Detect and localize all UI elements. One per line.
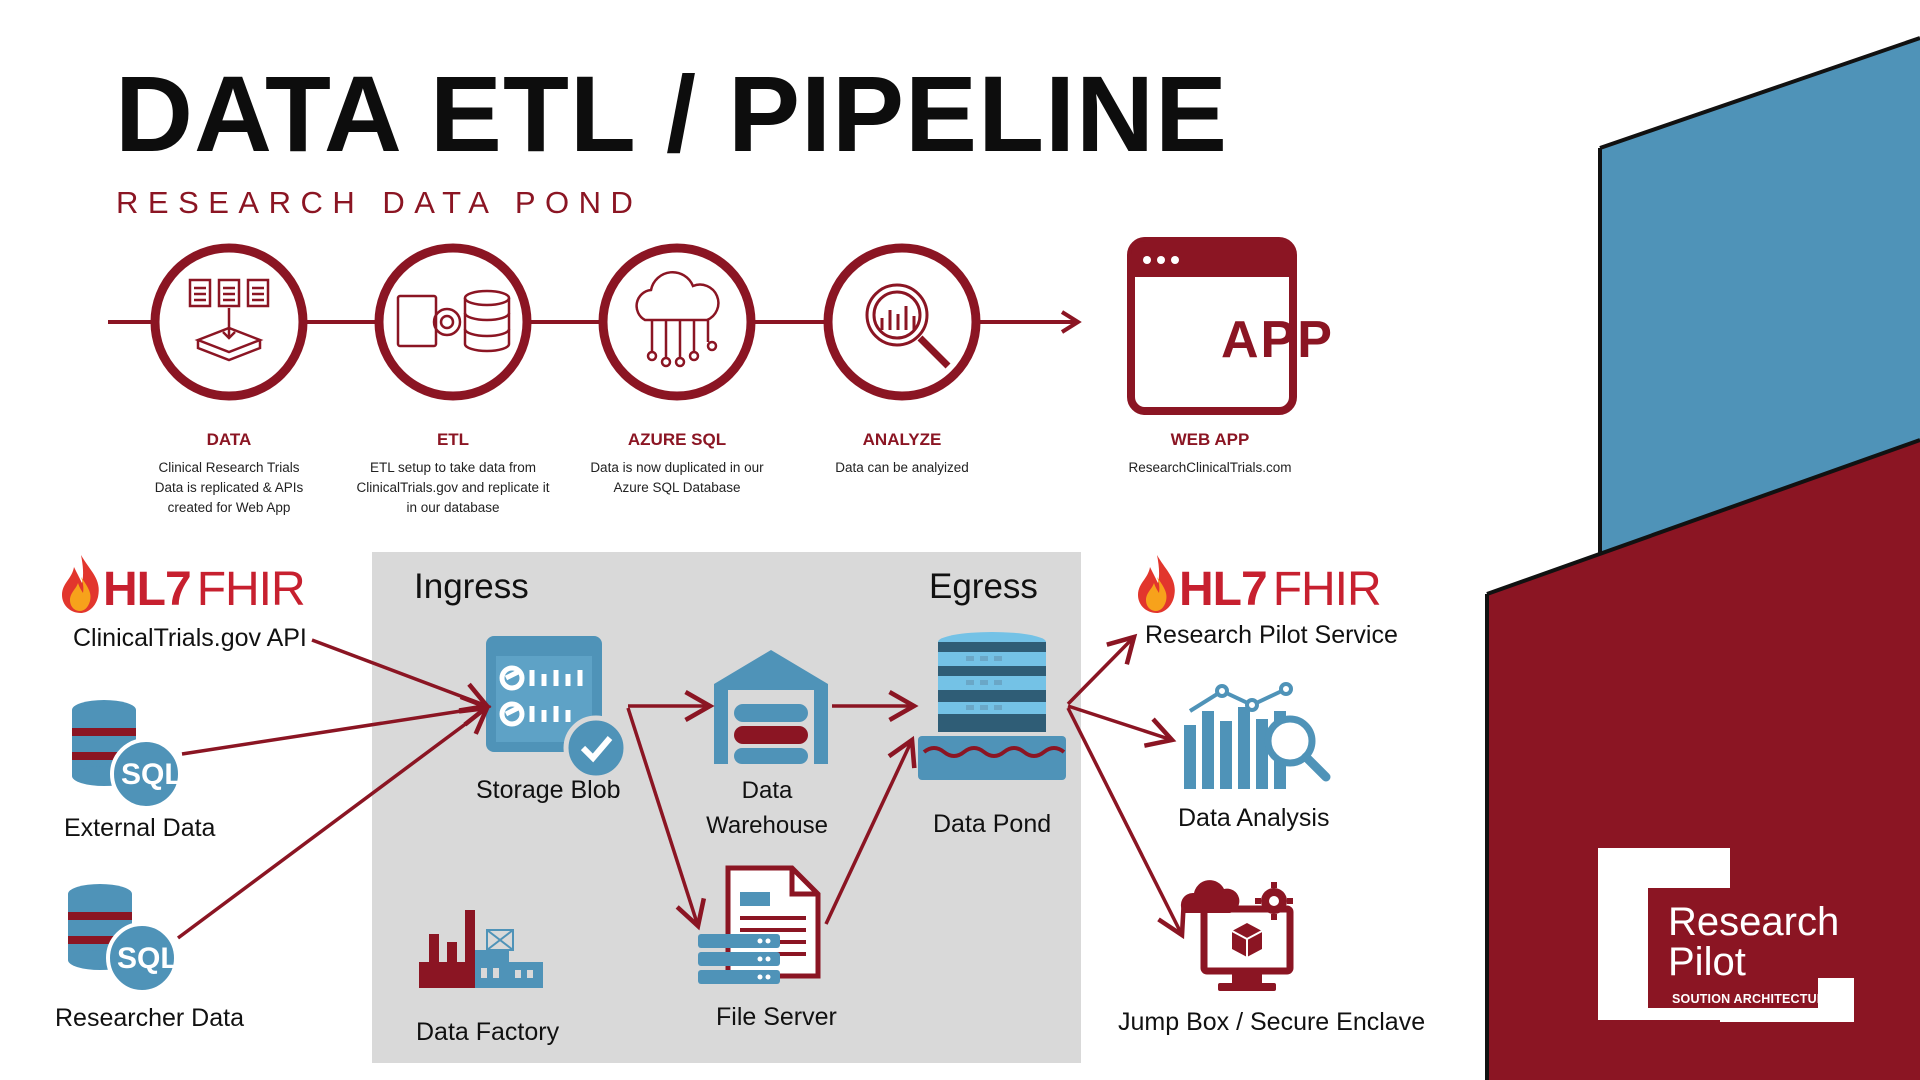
- arrow-blob-to-fileserver: [626, 707, 707, 931]
- researcher-data-label: Researcher Data: [55, 1004, 244, 1032]
- brand-tagline: SOUTION ARCHITECTURE: [1672, 992, 1835, 1006]
- blue-panel: [1600, 38, 1920, 555]
- file-server-icon: [698, 865, 821, 984]
- step-title-azure: AZURE SQL: [627, 430, 727, 449]
- step-title-analyze: ANALYZE: [862, 430, 942, 449]
- researcher-database-icon: [68, 884, 178, 994]
- arrow-pond-to-service: [1066, 633, 1138, 706]
- step-title-etl: ETL: [436, 430, 470, 449]
- flame-icon: [1138, 555, 1175, 613]
- data-warehouse-label-line1: Data: [741, 777, 793, 804]
- page-subtitle: RESEARCH DATA POND: [116, 185, 643, 220]
- arrow-pond-to-jumpbox: [1066, 707, 1186, 940]
- step-title-webapp: WEB APP: [1170, 430, 1250, 449]
- brand-name-line2: Pilot: [1668, 940, 1746, 984]
- ingress-label: Ingress: [414, 567, 529, 606]
- step-circle-azure: [598, 243, 756, 401]
- page-title: DATA ETL / PIPELINE: [115, 53, 1229, 174]
- brand-name: Research Pilot: [1668, 902, 1839, 982]
- data-pond-label: Data Pond: [933, 810, 1052, 838]
- data-analysis-label: Data Analysis: [1178, 804, 1330, 832]
- storage-blob-label: Storage Blob: [476, 776, 621, 804]
- analyze-magnifier-icon: [865, 283, 951, 369]
- data-factory-label: Data Factory: [416, 1018, 560, 1046]
- step-title-data: DATA: [206, 430, 252, 449]
- flame-icon: [62, 555, 99, 613]
- web-app-icon-text: APP: [1221, 311, 1334, 369]
- data-warehouse-icon: [714, 650, 828, 764]
- step-desc-data: Clinical Research Trials Data is replica…: [154, 460, 304, 515]
- arrow-researcher-to-blob: [176, 705, 491, 940]
- cloud-network-icon: [635, 270, 720, 368]
- step-desc-azure: Data is now duplicated in our Azure SQL …: [590, 460, 764, 495]
- jump-box-label: Jump Box / Secure Enclave: [1118, 1008, 1426, 1036]
- arrow-pond-to-analysis: [1067, 704, 1177, 748]
- sql-badge-researcher: SQL: [117, 942, 179, 975]
- data-factory-icon: [419, 910, 543, 988]
- etl-gear-database-icon: [396, 289, 511, 353]
- documents-icon: [188, 278, 270, 362]
- arrow-fileserver-to-pond: [824, 735, 917, 925]
- external-database-icon: [72, 700, 182, 810]
- external-data-label: External Data: [64, 814, 216, 842]
- sql-badge-external: SQL: [121, 758, 183, 791]
- step-desc-etl: ETL setup to take data from ClinicalTria…: [356, 460, 550, 515]
- data-warehouse-label: Data Warehouse: [692, 774, 842, 844]
- data-pond-icon: [918, 632, 1066, 780]
- arrow-external-to-blob: [181, 694, 492, 756]
- data-warehouse-label-line2: Warehouse: [706, 811, 828, 839]
- storage-blob-icon: [486, 636, 629, 781]
- step-desc-webapp: ResearchClinicalTrials.com: [1128, 460, 1292, 475]
- research-pilot-service-label: Research Pilot Service: [1145, 621, 1398, 649]
- hl7-text: HL7: [1179, 563, 1268, 616]
- step-desc-analyze: Data can be analyized: [835, 460, 969, 475]
- web-app-window-icon: [1127, 237, 1297, 415]
- api-label: ClinicalTrials.gov API: [73, 624, 307, 652]
- fhir-text: FHIR: [196, 563, 306, 616]
- arrow-api-to-blob: [311, 638, 492, 713]
- research-pilot-logo-mark: [1598, 848, 1854, 1022]
- brand-name-line1: Research: [1668, 900, 1840, 944]
- file-server-label: File Server: [716, 1003, 837, 1031]
- jump-box-icon: [1180, 880, 1294, 991]
- fhir-text: FHIR: [1272, 563, 1382, 616]
- egress-label: Egress: [929, 567, 1038, 606]
- data-analysis-icon: [1184, 682, 1331, 789]
- hl7-text: HL7: [103, 563, 192, 616]
- red-panel: [1487, 440, 1920, 1080]
